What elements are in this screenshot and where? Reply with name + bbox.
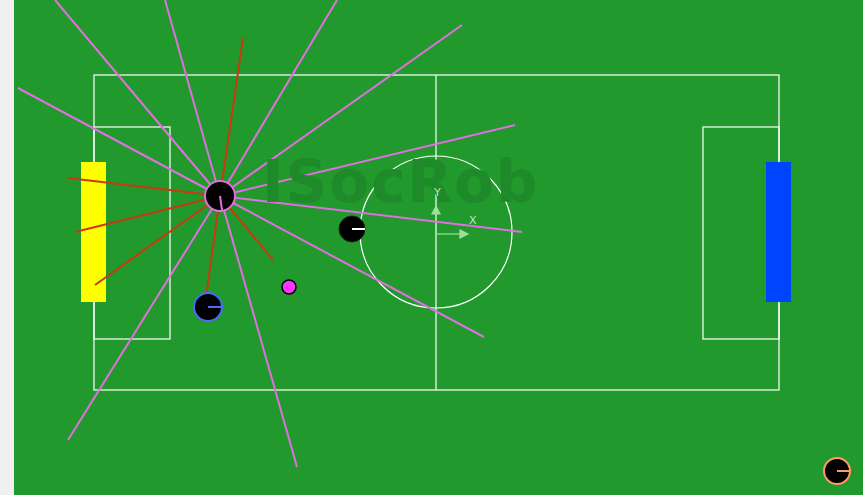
- axis-label: X: [469, 214, 477, 227]
- blue-goal: [766, 162, 791, 302]
- axis-label: Y: [434, 186, 441, 199]
- robots: [194, 181, 850, 484]
- obstacle-rays: [68, 38, 273, 305]
- sensor-rays: [18, 0, 522, 467]
- watermark: ISocRob: [262, 148, 540, 216]
- ball: [282, 280, 296, 294]
- grass: [14, 0, 863, 495]
